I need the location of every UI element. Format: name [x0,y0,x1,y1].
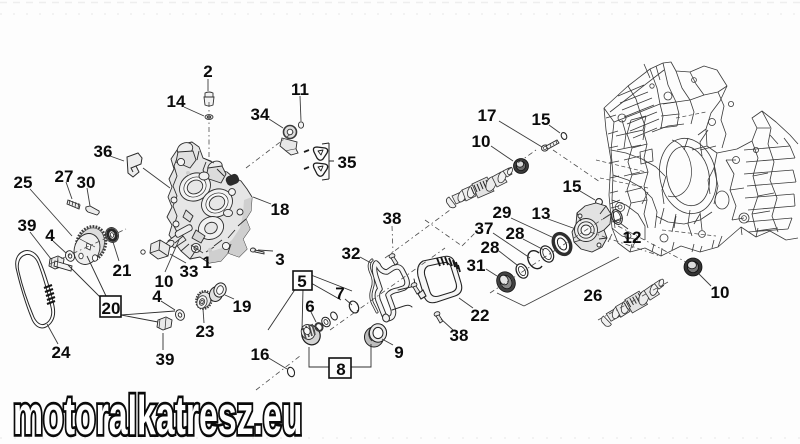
svg-text:6: 6 [305,297,314,316]
svg-text:28: 28 [481,238,500,257]
svg-text:24: 24 [52,343,71,362]
svg-text:26: 26 [584,286,603,305]
svg-text:9: 9 [394,343,403,362]
svg-text:39: 39 [18,216,37,235]
svg-text:2: 2 [203,62,212,81]
svg-text:5: 5 [297,272,306,291]
svg-text:15: 15 [563,177,582,196]
svg-text:37: 37 [475,219,494,238]
svg-text:1: 1 [202,253,211,272]
svg-text:motoralkatresz.eu: motoralkatresz.eu [13,385,302,444]
svg-text:23: 23 [196,322,215,341]
svg-text:28: 28 [506,224,525,243]
svg-text:12: 12 [623,228,642,247]
svg-text:16: 16 [251,345,270,364]
svg-text:10: 10 [711,283,730,302]
svg-text:34: 34 [251,105,270,124]
svg-text:31: 31 [467,256,486,275]
svg-text:11: 11 [291,80,309,99]
svg-text:35: 35 [338,153,357,172]
svg-text:10: 10 [155,272,174,291]
svg-text:15: 15 [532,110,551,129]
svg-text:38: 38 [383,209,402,228]
svg-text:4: 4 [45,226,55,245]
svg-text:32: 32 [342,244,361,263]
svg-text:38: 38 [450,326,469,345]
svg-text:33: 33 [180,262,199,281]
svg-text:3: 3 [275,250,284,269]
svg-text:13: 13 [532,204,551,223]
svg-text:21: 21 [113,261,132,280]
svg-text:18: 18 [271,200,290,219]
svg-text:4: 4 [152,287,162,306]
svg-text:20: 20 [102,299,121,318]
svg-text:29: 29 [493,203,512,222]
svg-text:22: 22 [471,306,490,325]
svg-text:19: 19 [233,297,252,316]
svg-text:7: 7 [335,284,344,303]
svg-text:17: 17 [478,106,497,125]
svg-text:39: 39 [156,350,175,369]
svg-text:36: 36 [94,142,113,161]
svg-text:14: 14 [167,92,186,111]
svg-text:30: 30 [77,173,96,192]
svg-text:25: 25 [14,173,33,192]
svg-text:10: 10 [472,132,491,151]
svg-text:27: 27 [55,167,74,186]
svg-text:8: 8 [336,360,345,379]
